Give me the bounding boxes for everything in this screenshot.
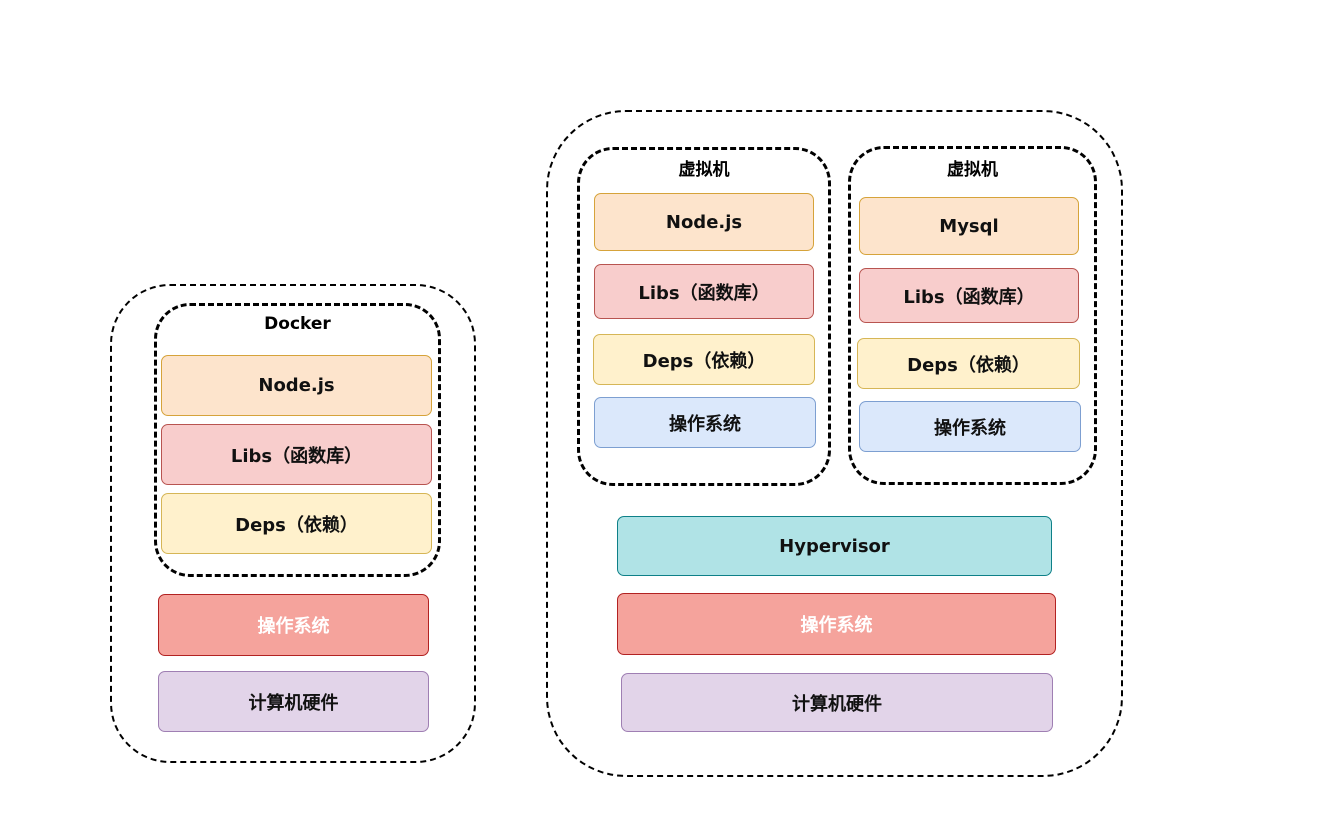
docker-architecture-group — [110, 284, 476, 763]
vm-left-title: 虚拟机 — [678, 160, 730, 180]
vm-right-mysql-layer: Mysql — [859, 197, 1079, 255]
docker-container-title: Docker — [264, 314, 331, 334]
vm-left-nodejs-layer: Node.js — [594, 193, 814, 251]
vm-right-deps-layer: Deps（依赖） — [857, 338, 1080, 389]
vm-host-os-layer: 操作系统 — [617, 593, 1056, 655]
docker-nodejs-layer: Node.js — [161, 355, 432, 416]
vm-left-guest-os-layer: 操作系统 — [594, 397, 816, 448]
vm-hardware-layer: 计算机硬件 — [621, 673, 1053, 732]
docker-hardware-layer: 计算机硬件 — [158, 671, 429, 732]
vm-left-libs-layer: Libs（函数库） — [594, 264, 814, 319]
vm-right-group: 虚拟机 — [848, 146, 1097, 485]
vm-architecture-group — [546, 110, 1123, 777]
docker-deps-layer: Deps（依赖） — [161, 493, 432, 554]
hypervisor-layer: Hypervisor — [617, 516, 1052, 576]
docker-host-os-layer: 操作系统 — [158, 594, 429, 656]
vm-right-title: 虚拟机 — [947, 160, 998, 180]
vm-left-deps-layer: Deps（依赖） — [593, 334, 815, 385]
vm-left-group: 虚拟机 — [577, 147, 831, 486]
vm-right-guest-os-layer: 操作系统 — [859, 401, 1081, 452]
vm-right-libs-layer: Libs（函数库） — [859, 268, 1079, 323]
docker-libs-layer: Libs（函数库） — [161, 424, 432, 485]
docker-container-group: Docker — [154, 303, 441, 577]
